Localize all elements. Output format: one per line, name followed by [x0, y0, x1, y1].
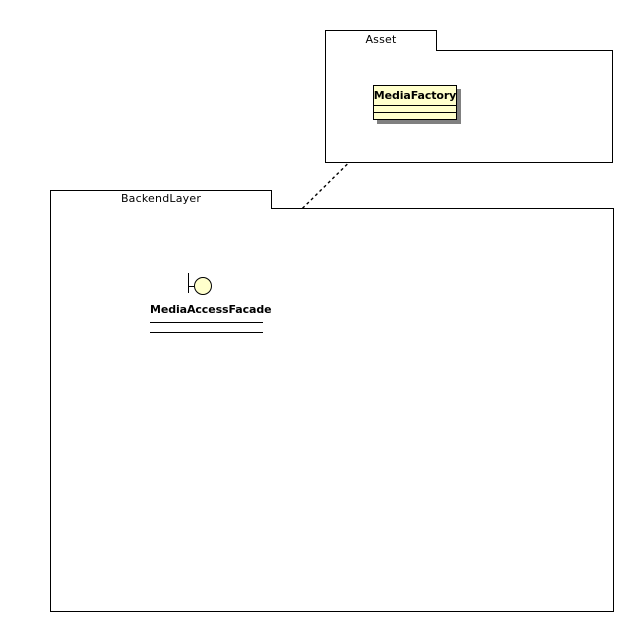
class-mediafactory-frame: MediaFactory: [373, 85, 457, 120]
package-backendlayer-body: [50, 208, 614, 612]
class-mediafactory-operations-compartment: [374, 113, 456, 119]
interface-stem-line-icon: [188, 286, 194, 287]
class-mediafactory-name-compartment: MediaFactory: [374, 86, 456, 106]
interface-mediaaccessfacade-label: MediaAccessFacade: [150, 303, 272, 316]
interface-rule-attributes: [150, 322, 263, 323]
package-backendlayer-tab: BackendLayer: [50, 190, 272, 209]
interface-stem-bar-icon: [188, 273, 189, 293]
class-mediafactory-attributes-compartment: [374, 106, 456, 113]
class-mediafactory[interactable]: MediaFactory: [373, 85, 461, 124]
package-backendlayer-label: BackendLayer: [120, 192, 202, 205]
package-asset-label: Asset: [365, 33, 397, 46]
package-asset-body: [325, 50, 613, 163]
interface-rule-operations: [150, 332, 263, 333]
class-mediafactory-name: MediaFactory: [374, 88, 456, 102]
interface-lollipop-circle-icon: [194, 277, 212, 295]
package-asset-tab: Asset: [325, 30, 437, 51]
